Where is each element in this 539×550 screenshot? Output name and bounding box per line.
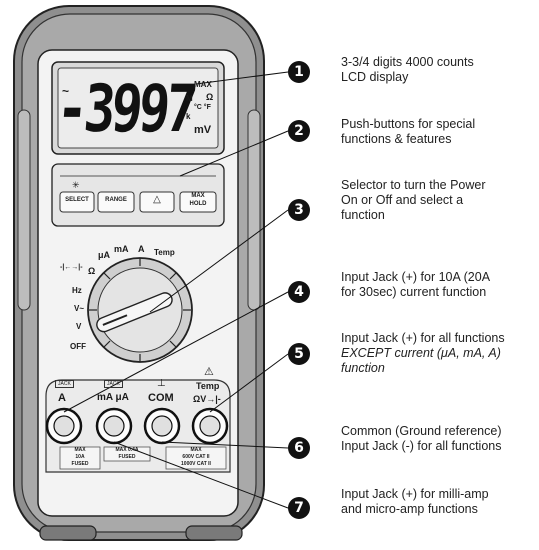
callout-5: Input Jack (+) for all functions EXCEPT …	[341, 331, 505, 376]
range-button-shape	[97, 191, 135, 213]
callout-4-line2: for 30sec) current function	[341, 285, 487, 299]
rating-ma: MAX 0.4A FUSED	[104, 447, 150, 461]
callout-5-line3: function	[341, 361, 385, 375]
jack-a-label: A	[58, 392, 66, 404]
callout-3-line3: function	[341, 208, 385, 222]
jack-com-label: COM	[148, 392, 174, 404]
select-button[interactable]: SELECT	[65, 197, 89, 203]
lcd-units: mV	[194, 124, 212, 136]
callout-3-line1: Selector to turn the Power	[341, 178, 486, 192]
jack-temp-shape	[191, 407, 229, 445]
select-button-shape	[59, 191, 95, 213]
jack-vohm-label: ΩV→|-	[193, 394, 221, 404]
rating-a: MAX 10A FUSED	[60, 447, 100, 468]
callout-4: Input Jack (+) for 10A (20A for 30sec) c…	[341, 270, 490, 300]
dial-label-hz: Hz	[72, 286, 82, 295]
rating-com-line3: 1000V CAT II	[181, 461, 211, 467]
callout-7-line1: Input Jack (+) for milli-amp	[341, 487, 489, 501]
max-hold-button-shape	[179, 191, 217, 213]
delta-button-shape	[139, 191, 175, 213]
jack-ma-shape	[95, 407, 133, 445]
callout-badge-2: 2	[288, 120, 310, 142]
rating-com-line2: 600V CAT II	[182, 454, 210, 460]
callout-3: Selector to turn the Power On or Off and…	[341, 178, 486, 223]
warning-icon: ⚠	[204, 366, 214, 378]
rating-ma-line2: FUSED	[118, 454, 136, 460]
callout-badge-4: 4	[288, 281, 310, 303]
callout-badge-7: 7	[288, 497, 310, 519]
jack-temp-label: Temp	[196, 381, 220, 391]
rating-ma-line1: MAX 0.4A	[115, 447, 139, 453]
multimeter-illustration	[13, 5, 289, 541]
rating-a-line2: 10A	[75, 454, 85, 460]
leader-lines	[63, 71, 289, 509]
rating-com: MAX 600V CAT II 1000V CAT II	[166, 447, 226, 468]
callout-2: Push-buttons for special functions & fea…	[341, 117, 475, 147]
callout-2-line1: Push-buttons for special	[341, 117, 476, 131]
callout-5-line2: EXCEPT current (μA, mA, A)	[341, 346, 501, 360]
callout-4-line1: Input Jack (+) for 10A (20A	[341, 270, 491, 284]
callout-6-line1: Common (Ground reference)	[341, 424, 502, 438]
delta-button[interactable]: △	[153, 194, 161, 205]
dial-label-temp: Temp	[154, 248, 175, 257]
callout-7: Input Jack (+) for milli-amp and micro-a…	[341, 487, 489, 517]
jack-a-shape	[45, 407, 83, 445]
lcd-mode-indicator: MAX	[194, 80, 212, 89]
dial-label-vdc: V	[76, 322, 82, 331]
lcd-temp-unit: °C °F	[194, 104, 211, 111]
rating-a-line3: FUSED	[71, 461, 89, 467]
lcd-reading: -3997	[53, 72, 197, 147]
dial-label-ohm: Ω	[88, 266, 96, 276]
button-row	[59, 191, 217, 213]
dial-label-diode: -|←→|-	[60, 264, 83, 271]
max-hold-button[interactable]: MAX HOLD	[180, 192, 216, 208]
lcd-display	[57, 67, 219, 149]
callout-6: Common (Ground reference) Input Jack (-)…	[341, 424, 501, 454]
callout-badge-1: 1	[288, 61, 310, 83]
callout-7-line2: and micro-amp functions	[341, 502, 478, 516]
rating-a-line1: MAX	[74, 447, 86, 453]
dial-pointer	[96, 292, 173, 333]
dial-label-a: A	[138, 244, 145, 254]
dial-label-vac: V~	[74, 304, 85, 313]
ground-icon: ⊥	[157, 378, 166, 389]
range-button[interactable]: RANGE	[105, 197, 127, 203]
max-label: MAX	[191, 193, 205, 199]
callout-badge-6: 6	[288, 437, 310, 459]
callout-2-line2: functions & features	[341, 132, 452, 146]
select-icon: ✳	[72, 180, 80, 190]
dial-label-ua: μA	[98, 250, 111, 260]
jack-com-shape	[143, 407, 181, 445]
callout-5-line1: Input Jack (+) for all functions	[341, 331, 505, 345]
jack-tag-a: JACK	[55, 380, 74, 388]
callout-badge-3: 3	[288, 199, 310, 221]
callout-badge-5: 5	[288, 343, 310, 365]
callout-1-line2: LCD display	[341, 70, 409, 84]
jack-ma-ua-label: mA μA	[97, 392, 129, 403]
jack-tag-ma: JACK	[104, 380, 123, 388]
lcd-range-label-k: k	[186, 112, 191, 121]
callout-3-line2: On or Off and select a	[341, 193, 464, 207]
dial-label-off: OFF	[70, 342, 86, 351]
callout-1: 3-3/4 digits 4000 counts LCD display	[341, 55, 474, 85]
callout-6-line2: Input Jack (-) for all functions	[341, 439, 502, 453]
lcd-range-label-ohm: Ω	[206, 92, 214, 102]
callout-1-line1: 3-3/4 digits 4000 counts	[341, 55, 474, 69]
rating-com-line1: MAX	[190, 447, 202, 453]
hold-label: HOLD	[189, 201, 207, 207]
dial-label-ma: mA	[114, 244, 129, 254]
lcd-range-label-m: M	[186, 94, 193, 103]
lcd-ac-sign: ~	[62, 84, 70, 98]
